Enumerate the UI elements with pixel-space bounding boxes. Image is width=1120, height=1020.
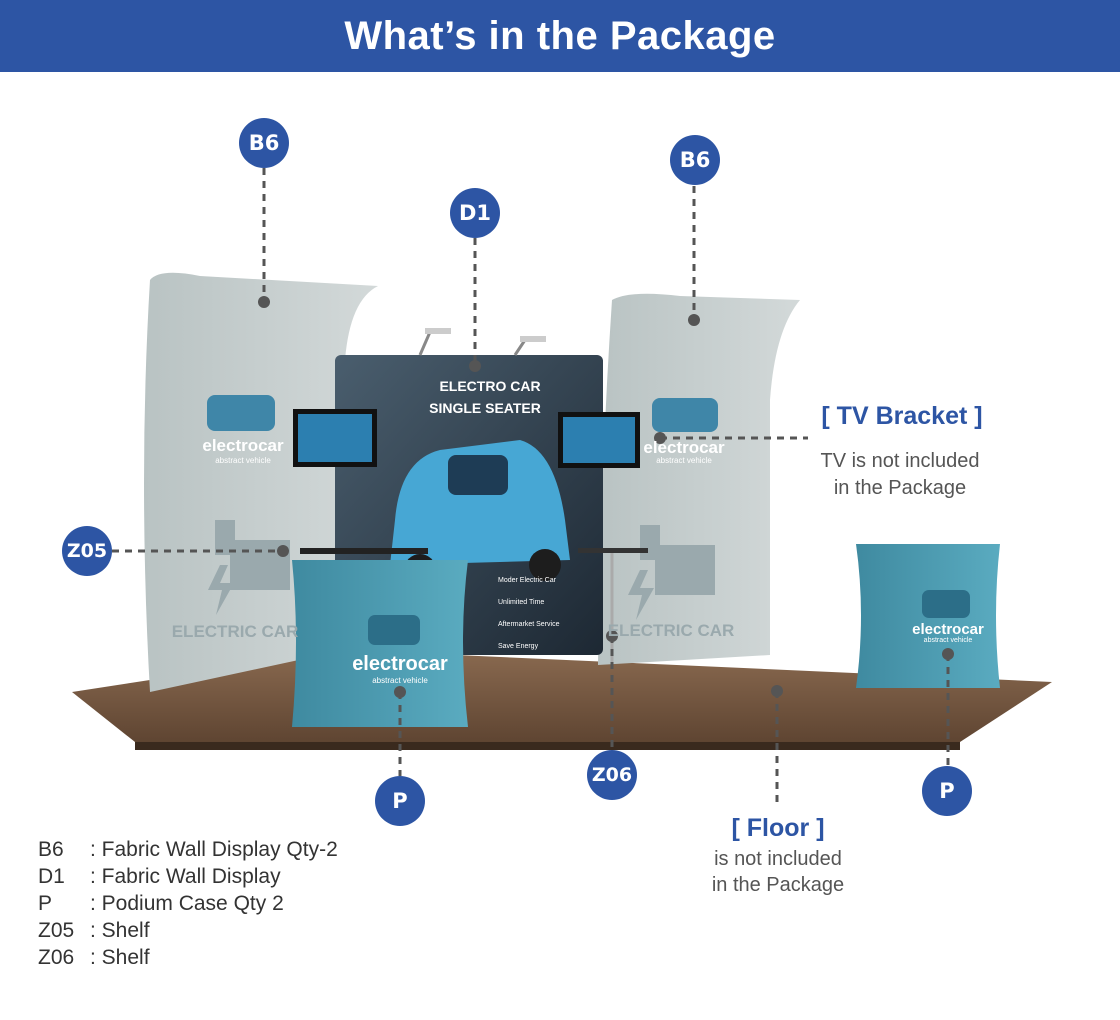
wall-brand-left: electrocar [202, 436, 284, 455]
legend-row: P : Podium Case Qty 2 [38, 890, 338, 917]
badge-b6-right: B6 [670, 135, 720, 185]
badge-d1: D1 [450, 188, 500, 238]
legend-code: D1 [38, 865, 65, 888]
floor-title: [ Floor ] [731, 814, 825, 842]
z05-shelf [300, 548, 428, 554]
banner-feature: Moder Electric Car [498, 577, 556, 584]
badge-b6-left: B6 [239, 118, 289, 168]
b6-wall-right [598, 293, 800, 665]
wall-brand-right: electrocar [643, 438, 725, 457]
podium-brand-left: electrocar [352, 653, 448, 675]
wall-brand-sub-left: abstract vehicle [215, 456, 271, 465]
badge-p-left: P [375, 776, 425, 826]
legend-desc: : Shelf [90, 919, 150, 942]
legend-row: B6 : Fabric Wall Display Qty-2 [38, 836, 338, 863]
badge-p-right: P [922, 766, 972, 816]
banner-title-2: SINGLE SEATER [429, 400, 541, 416]
banner-feature: Unlimited Time [498, 599, 545, 606]
legend-desc: : Fabric Wall Display [90, 865, 281, 888]
legend-desc: : Shelf [90, 946, 150, 969]
page-title: What’s in the Package [344, 13, 776, 58]
car-graphic [390, 440, 570, 565]
tv-bracket-title: [ TV Bracket ] [821, 402, 983, 430]
legend-desc: : Podium Case Qty 2 [90, 892, 284, 915]
podium-brand-right: electrocar [912, 621, 984, 638]
legend-code: Z06 [38, 946, 75, 969]
legend-desc: : Fabric Wall Display Qty-2 [90, 838, 338, 861]
tv-bracket-line1: TV is not included [820, 450, 980, 472]
header-bar: What’s in the Package [0, 0, 1120, 72]
wall-caption-right: ELECTRIC CAR [607, 621, 735, 640]
tv-bracket-line2: in the Package [833, 477, 967, 499]
podium-brand-sub-left: abstract vehicle [372, 676, 428, 685]
wall-caption-left: ELECTRIC CAR [171, 622, 299, 641]
legend-code: Z05 [38, 919, 75, 942]
legend-row: D1 : Fabric Wall Display [38, 863, 338, 890]
legend-row: Z06 : Shelf [38, 944, 338, 971]
banner-feature: Aftermarket Service [498, 621, 560, 628]
z06-shelf [578, 548, 648, 553]
badge-z06: Z06 [587, 750, 637, 800]
badge-z05: Z05 [62, 526, 112, 576]
legend-code: B6 [38, 838, 64, 861]
floor-line2: in the Package [711, 874, 845, 896]
legend: B6 : Fabric Wall Display Qty-2 D1 : Fabr… [38, 836, 338, 971]
banner-feature: Save Energy [498, 643, 539, 650]
legend-row: Z05 : Shelf [38, 917, 338, 944]
banner-feature-list: Moder Electric Car Unlimited Time Afterm… [498, 570, 559, 658]
legend-code: P [38, 892, 53, 915]
banner-title-1: ELECTRO CAR [439, 378, 541, 394]
wall-brand-sub-right: abstract vehicle [656, 456, 712, 465]
floor-line1: is not included [714, 848, 842, 870]
podium-brand-sub-right: abstract vehicle [923, 637, 973, 644]
